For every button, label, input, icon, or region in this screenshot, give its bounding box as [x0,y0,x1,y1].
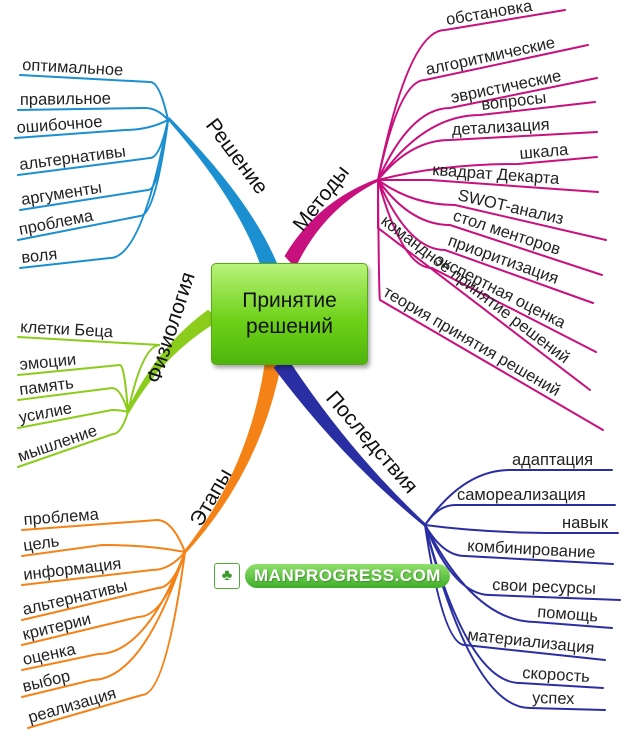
central-topic-line-2: решений [246,315,333,338]
branch-lines [14,9,621,729]
leaf-line-metody-4 [377,131,598,181]
leaf-line-metody-12 [377,179,604,431]
leaf-posledstviya-0: адаптация [512,451,593,469]
leaf-posledstviya-4: свои ресурсы [492,576,596,598]
manprogress-logo: ♣ MANPROGRESS.COM [214,562,450,590]
leaf-line-metody-9 [377,179,594,304]
leaf-posledstviya-7: скорость [522,664,591,686]
leaf-line-metody-5 [377,156,598,181]
leaf-metody-0: обстановка [445,0,535,29]
logo-suffix: .COM [394,566,441,585]
leaf-line-etapy-1 [21,543,186,557]
leaf-line-fiziologiya-2 [17,386,129,413]
leaf-line-reshenie-1 [17,106,169,121]
leaf-line-reshenie-2 [14,119,169,139]
leaf-line-etapy-6 [21,551,186,698]
leaf-metody-4: детализация [451,116,550,139]
leaf-line-reshenie-5 [17,119,169,241]
leaf-etapy-0: проблема [23,505,100,529]
branch-trunk-metody [284,178,380,268]
leaf-line-fiziologiya-1 [17,363,129,413]
leaf-line-metody-6 [377,179,599,193]
central-topic-node: Принятие решений [211,263,368,365]
leaf-line-etapy-0 [21,518,186,553]
leaf-fiziologiya-1: эмоции [19,351,77,374]
leaf-posledstviya-2: навык [562,514,609,532]
leaf-reshenie-0: оптимальное [22,56,124,79]
branch-label-reshenie: Решение [201,114,273,198]
leaf-fiziologiya-2: память [18,374,74,399]
leaf-posledstviya-5: помощь [537,603,599,626]
leaf-line-reshenie-6 [19,119,169,269]
leaf-line-metody-3 [377,101,596,181]
leaf-etapy-1: цель [22,532,60,555]
leaf-line-posledstviya-2 [424,524,619,534]
leaf-line-posledstviya-6 [424,524,606,661]
leaf-line-reshenie-0 [19,74,169,121]
logo-wordmark: MANPROGRESS.COM [245,564,450,588]
leaf-posledstviya-8: успех [532,689,576,708]
leaf-line-etapy-2 [21,551,186,586]
leaf-fiziologiya-0: клетки Беца [20,318,115,341]
leaf-metody-5: шкала [519,141,570,163]
branch-trunk-fiziologiya [126,309,220,413]
leaf-line-metody-7 [377,179,607,241]
leaf-line-fiziologiya-3 [17,408,129,429]
leaf-line-posledstviya-1 [424,504,616,526]
tree-icon: ♣ [214,563,240,589]
leaf-reshenie-3: альтернативы [18,142,127,174]
leaf-reshenie-6: воля [20,245,58,267]
leaf-line-posledstviya-4 [424,524,621,601]
leaf-line-metody-2 [377,77,598,181]
logo-text: MANPROGRESS [254,566,395,585]
leaf-line-fiziologiya-0 [17,336,161,413]
central-topic-line-1: Принятие [242,289,337,312]
leaf-line-metody-8 [377,179,603,276]
leaf-line-etapy-7 [27,551,186,729]
leaf-line-posledstviya-5 [424,524,613,629]
branch-trunk-reshenie [166,117,278,273]
branch-trunk-etapy [183,359,281,553]
branch-trunk-posledstviya [273,356,427,526]
leaf-line-metody-1 [377,44,589,181]
leaf-line-fiziologiya-4 [17,411,129,468]
leaf-line-etapy-5 [21,551,186,671]
leaf-posledstviya-3: комбинирование [467,537,596,562]
branch-trunks [126,117,427,553]
leaf-reshenie-5: проблема [17,207,95,239]
leaf-posledstviya-1: самореализация [457,486,586,504]
leaf-reshenie-1: правильное [20,90,111,109]
